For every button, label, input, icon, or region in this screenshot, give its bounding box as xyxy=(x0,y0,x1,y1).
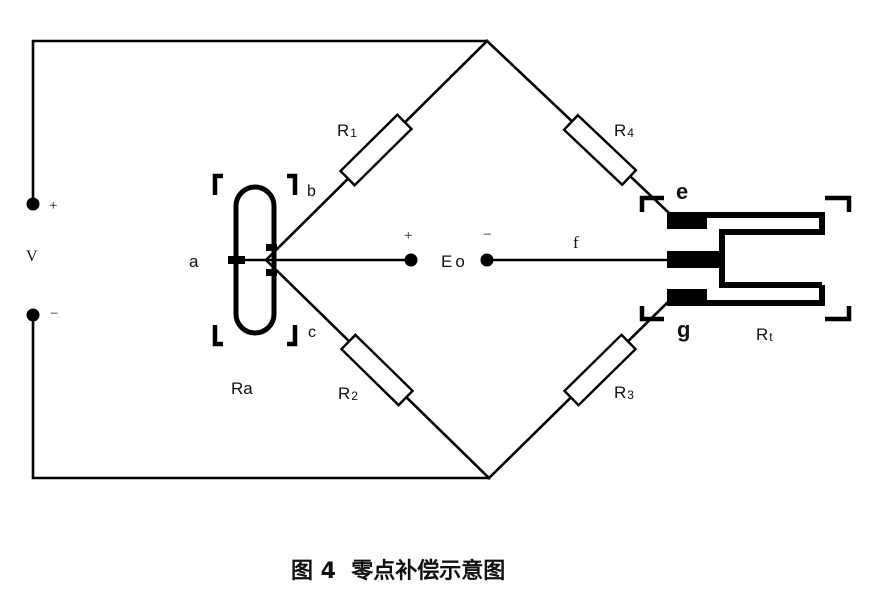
rt-bracket-top-right xyxy=(825,195,852,212)
resistor-r4 xyxy=(562,113,638,187)
output-minus-label: − xyxy=(483,227,491,243)
output-voltage-label-text: Eo xyxy=(441,252,468,271)
ra-tap-a-label: a xyxy=(189,252,199,271)
gauge-tap-f-label: f xyxy=(573,233,579,252)
gauge-trace-inner xyxy=(719,229,822,288)
ra-bracket-bottom-left xyxy=(212,325,223,347)
r2-label: R2 xyxy=(338,384,358,403)
rt-bracket-bottom-right xyxy=(825,306,852,322)
rt-bracket-bottom-left xyxy=(639,306,664,322)
gauge-trace-outer-bottom xyxy=(700,285,825,306)
supply-voltage-label: V xyxy=(26,248,38,265)
ra-tap-c xyxy=(266,269,277,276)
gauge-tap-e-label: e xyxy=(676,179,688,204)
gauge-tap-g-label: g xyxy=(677,317,690,342)
bottom-supply-wire xyxy=(31,313,491,480)
figure-caption: 图 4 零点补偿示意图 xyxy=(291,558,505,584)
ra-bracket-bottom-right xyxy=(287,325,298,347)
resistor-r3 xyxy=(562,333,638,407)
r4-label: R4 xyxy=(614,121,634,140)
ra-bracket-top-right xyxy=(287,173,298,195)
ra-tap-b-label: b xyxy=(307,183,316,200)
gauge-pad-g xyxy=(667,289,707,306)
ra-tap-b xyxy=(266,244,277,251)
output-terminals xyxy=(404,253,670,267)
r1-label: R1 xyxy=(337,121,357,140)
ra-tap-c-label: c xyxy=(308,324,316,341)
r3-label: R3 xyxy=(614,383,634,402)
strain-gauge-rt xyxy=(639,195,852,322)
gauge-pad-f xyxy=(667,251,719,268)
resistor-r1 xyxy=(338,113,414,187)
compensation-resistor-ra xyxy=(212,173,413,347)
output-plus-label: + xyxy=(404,228,412,244)
resistor-r2 xyxy=(339,333,415,407)
supply-plus-terminal xyxy=(26,197,40,211)
rt-bracket-top-left xyxy=(639,195,664,212)
top-supply-wire xyxy=(31,39,489,206)
output-plus-terminal xyxy=(404,253,418,267)
gauge-pad-e xyxy=(667,212,707,229)
ra-bracket-top-left xyxy=(212,173,223,195)
rt-label: Rt xyxy=(756,325,773,344)
supply-wiring xyxy=(26,39,491,480)
ra-label: Ra xyxy=(231,379,253,398)
supply-plus-label: + xyxy=(49,198,57,214)
supply-minus-terminal xyxy=(26,308,40,322)
supply-minus-label: − xyxy=(50,306,58,322)
